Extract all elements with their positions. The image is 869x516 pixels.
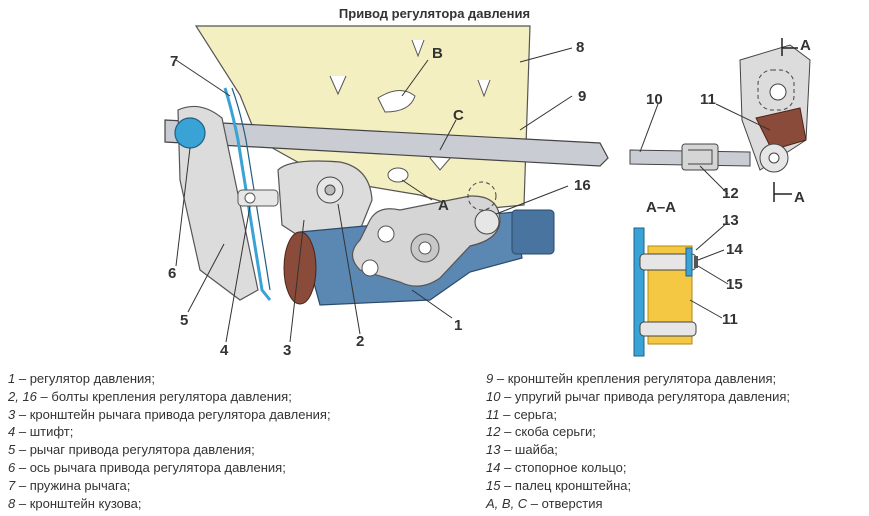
legend-item: 11 – серьга;	[486, 406, 557, 422]
legend-item: 13 – шайба;	[486, 442, 558, 458]
callout-4: 4	[220, 342, 229, 359]
callout-6: 6	[168, 265, 176, 282]
lever-axle-6	[174, 117, 206, 149]
diagram-title: Привод регулятора давления	[338, 6, 531, 21]
legend-item: 7 – пружина рычага;	[8, 477, 131, 493]
section-mark-bottom: A	[794, 189, 805, 206]
callout-2: 2	[356, 333, 364, 350]
section-title: А–А	[646, 199, 676, 216]
section-mark-top: A	[800, 37, 811, 54]
hole-a	[387, 167, 409, 183]
legend-item: 6 – ось рычага привода регулятора давлен…	[8, 459, 286, 475]
callout-13: 13	[722, 212, 739, 229]
callout-7: 7	[170, 53, 178, 70]
regulator-plug	[511, 209, 555, 255]
callout-5: 5	[180, 312, 188, 329]
earring-11-top	[755, 107, 807, 151]
legend-right: 9 – кронштейн крепления регулятора давле…	[486, 370, 790, 512]
callout-3: 3	[283, 342, 291, 359]
pin-4	[237, 189, 279, 207]
legend-item: 9 – кронштейн крепления регулятора давле…	[486, 371, 777, 386]
regulator-end-cap	[283, 231, 317, 305]
callout-15: 15	[726, 276, 743, 293]
legend-item: 15 – палец кронштейна;	[486, 477, 632, 493]
hole-b	[377, 90, 416, 113]
callout-8: 8	[576, 39, 584, 56]
legend-item: 1 – регулятор давления;	[8, 371, 155, 386]
legend-item: 4 – штифт;	[8, 424, 74, 440]
section-bracket-plate	[633, 227, 645, 357]
callout-9: 9	[578, 88, 586, 105]
callout-11-section: 11	[722, 311, 738, 328]
body-bracket-8	[194, 25, 531, 211]
callout-1: 1	[454, 317, 462, 334]
legend-left: 1 – регулятор давления; 2, 16 – болты кр…	[8, 370, 331, 512]
legend-item: 3 – кронштейн рычага привода регулятора …	[8, 406, 331, 422]
pressure-regulator-drive-diagram: 7 8 B 9 C A 16 6 5 4 3 2 1 10 11 A A 12 …	[164, 25, 811, 359]
callout-hole-a: A	[438, 197, 449, 214]
callout-hole-b: B	[432, 45, 443, 62]
callout-11-top: 11	[700, 91, 716, 108]
legend-item: 14 – стопорное кольцо;	[486, 459, 627, 475]
callout-hole-c: C	[453, 107, 464, 124]
mounting-bracket-9	[164, 119, 609, 167]
legend-item: 5 – рычаг привода регулятора давления;	[8, 442, 255, 458]
section-washer-13	[685, 247, 693, 277]
callout-12: 12	[722, 185, 739, 202]
callout-14: 14	[726, 241, 743, 258]
mounting-bolt-16	[474, 209, 500, 235]
lever-5	[177, 105, 259, 301]
legend-item: 2, 16 – болты крепления регулятора давле…	[8, 388, 292, 404]
legend-item: A, B, C – отверстия	[486, 495, 603, 511]
leader-lines	[175, 47, 771, 343]
section-retaining-ring-14	[694, 256, 698, 268]
legend-item: 10 – упругий рычаг привода регулятора да…	[486, 388, 790, 404]
callout-16: 16	[574, 177, 591, 194]
callout-10: 10	[646, 91, 663, 108]
legend-item: 12 – скоба серьги;	[486, 424, 596, 440]
legend-item: 8 – кронштейн кузова;	[8, 495, 142, 511]
